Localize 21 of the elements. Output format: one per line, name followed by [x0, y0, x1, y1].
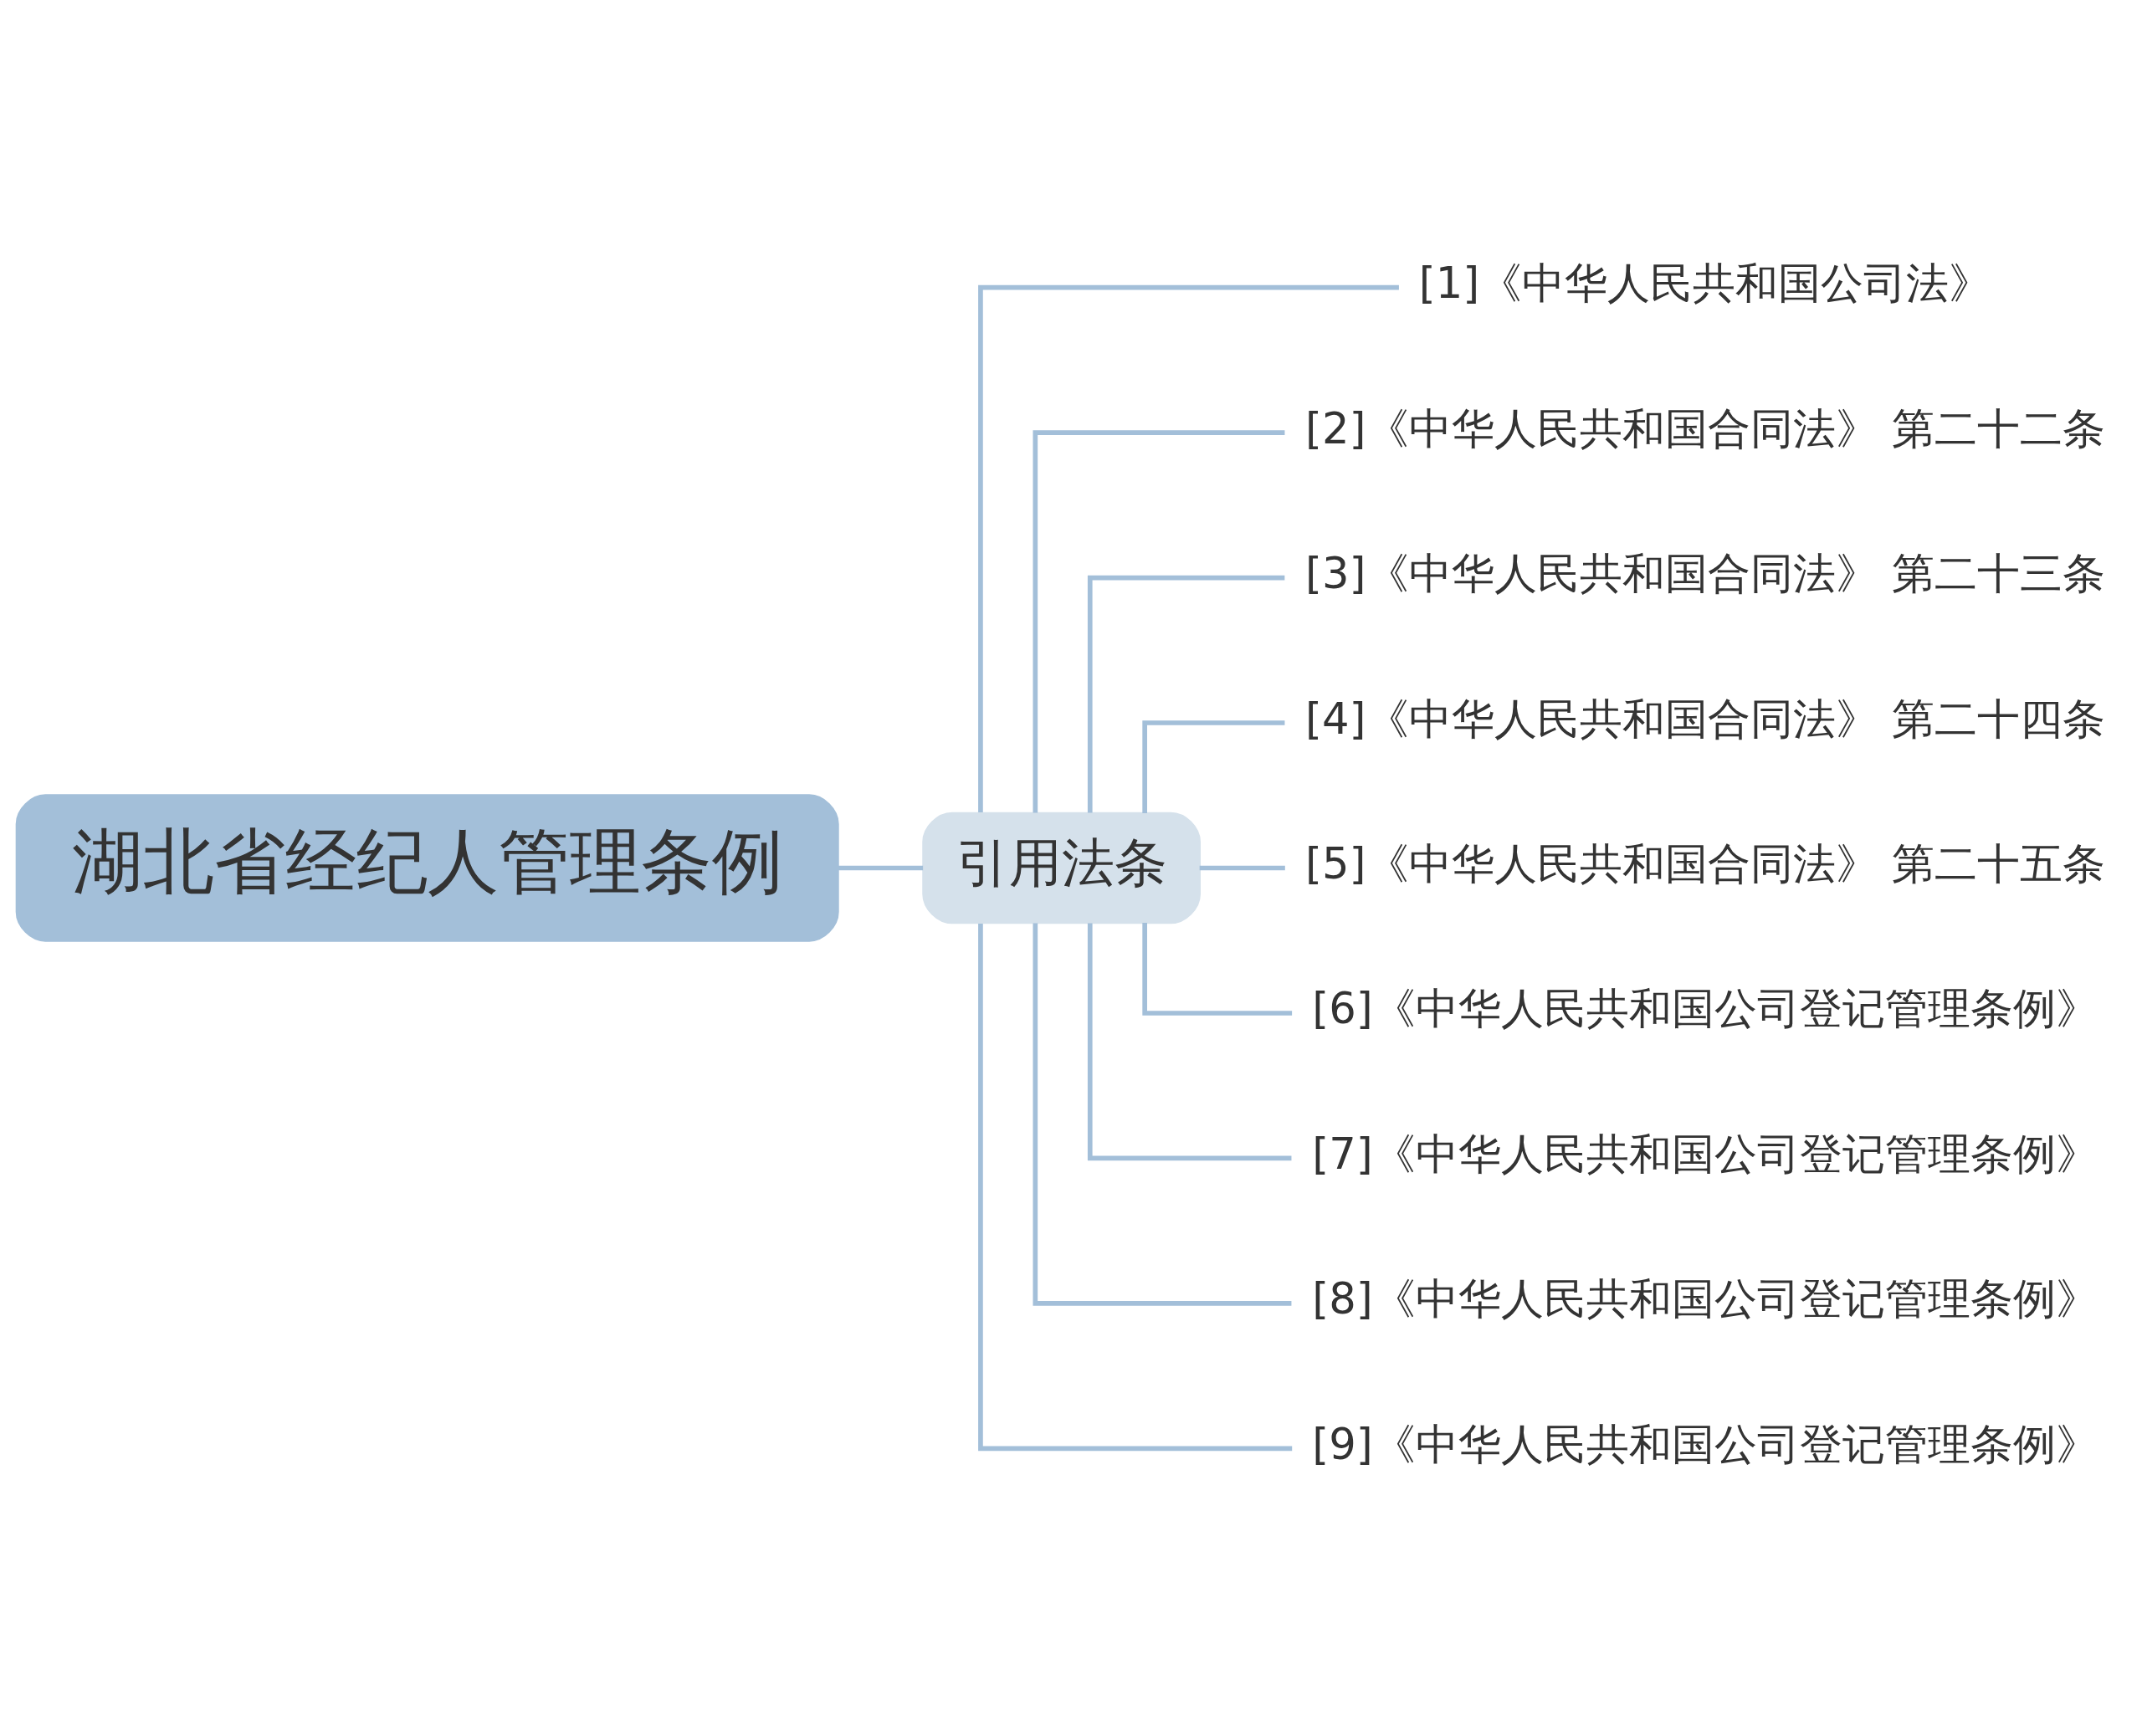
connector — [1033, 430, 1285, 813]
node-text: [7]《中华人民共和国公司登记管理条例》 — [1312, 1128, 2098, 1179]
connector — [1142, 720, 1285, 813]
node-text: [5]《中华人民共和国合同法》 第二十五条 — [1305, 838, 2105, 889]
node-box: 引用法条 — [922, 812, 1201, 924]
node-text: [4]《中华人民共和国合同法》 第二十四条 — [1305, 693, 2105, 744]
connector — [1087, 575, 1285, 813]
node-text: [2]《中华人民共和国合同法》 第二十二条 — [1305, 402, 2105, 453]
node-box: 湖北省经纪人管理条例 — [15, 794, 839, 942]
connector — [1142, 923, 1293, 1016]
node-text: [9]《中华人民共和国公司登记管理条例》 — [1312, 1418, 2098, 1469]
node-text: [6]《中华人民共和国公司登记管理条例》 — [1312, 983, 2098, 1034]
connector — [838, 865, 924, 871]
connector — [978, 284, 1399, 812]
node-text: [3]《中华人民共和国合同法》 第二十三条 — [1305, 548, 2105, 599]
connector — [978, 924, 1293, 1452]
node-text: [1]《中华人民共和国公司法》 — [1418, 258, 1992, 309]
connector — [1033, 923, 1292, 1306]
connector — [1199, 865, 1285, 871]
node-text: [8]《中华人民共和国公司登记管理条例》 — [1312, 1273, 2098, 1324]
connector — [1087, 923, 1292, 1161]
